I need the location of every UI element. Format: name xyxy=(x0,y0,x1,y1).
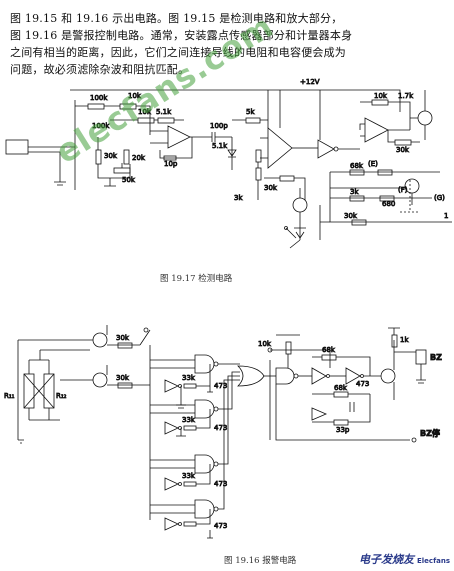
label-50k: 50k xyxy=(122,176,136,184)
buzzer-bz xyxy=(415,349,427,365)
fig-19-17-labels: 100k 100k 10k 5.1k 10k 20k 30k 50k 100p … xyxy=(90,78,449,221)
label-bz: BZ xyxy=(430,353,442,362)
label-68k-2: 68k xyxy=(334,384,348,392)
label-F: (F) xyxy=(398,186,408,194)
label-10k-b: 10k xyxy=(128,92,142,100)
nand-row-4 xyxy=(150,379,240,539)
label-10k: 10k xyxy=(258,340,272,348)
label-10p: 10p xyxy=(164,160,178,168)
opamp-1 xyxy=(167,125,191,149)
bz-stop-terminal xyxy=(411,437,417,443)
sensor-connector xyxy=(5,139,29,155)
label-68k-1: 68k xyxy=(322,346,336,354)
fig-19-17-detection-circuit xyxy=(5,89,452,249)
label-3k: 3k xyxy=(234,194,243,202)
label-68k: 68k xyxy=(350,162,364,170)
transistor-2 xyxy=(417,110,433,126)
label-33k-3: 33k xyxy=(182,472,196,480)
label-E: (E) xyxy=(368,160,378,168)
label-R12: R₁₂ xyxy=(56,392,67,400)
intro-text: 图 19.15 和 19.16 示出电路。图 19.15 是检测电路和放大部分，… xyxy=(10,10,450,78)
nand-row-2 xyxy=(150,371,240,437)
logo-sub: Elecfans xyxy=(417,557,450,565)
label-30k-d: 30k xyxy=(344,212,358,220)
label-680: 680 xyxy=(382,200,395,208)
fig-19-16-alarm-circuit xyxy=(17,325,427,539)
label-473-5: 473 xyxy=(356,380,369,388)
label-1: 1 xyxy=(444,212,448,220)
label-100k-a: 100k xyxy=(90,94,108,102)
label-R11: R₁₁ xyxy=(4,392,15,400)
label-plus-12v: +12V xyxy=(300,78,320,86)
logo-main: 电子发烧友 xyxy=(359,553,414,566)
label-33k-1: 33k xyxy=(182,374,196,382)
label-1k: 1k xyxy=(400,336,409,344)
caption-fig-19-16: 图 19.16 报警电路 xyxy=(224,556,297,566)
label-1-7k: 1.7k xyxy=(398,92,414,100)
intro-line-3: 之间有相当的距离，因此，它们之间连接导线的电阻和电容便会成为 xyxy=(10,46,346,59)
intro-line-4: 问题，故必须滤除杂波和阻抗匹配。 xyxy=(10,63,190,76)
label-100k-b: 100k xyxy=(92,122,110,130)
transistor-1 xyxy=(292,197,308,213)
label-30k-b: 30k xyxy=(396,146,410,154)
label-100p: 100p xyxy=(210,122,228,130)
label-473-3: 473 xyxy=(214,480,227,488)
intro-line-1: 图 19.15 和 19.16 示出电路。图 19.15 是检测电路和放大部分， xyxy=(10,12,343,25)
label-10k-a: 10k xyxy=(138,108,152,116)
label-5-1k-b: 5.1k xyxy=(212,142,228,150)
fig-19-16-labels: 30k 30k 33k 473 33k 473 33k 473 473 10k … xyxy=(4,334,443,531)
caption-fig-19-17: 图 19.17 检测电路 xyxy=(160,274,233,284)
transistor-a xyxy=(92,332,108,348)
label-G: (G) xyxy=(434,194,445,202)
label-473-4: 473 xyxy=(214,522,227,530)
label-3k-b: 3k xyxy=(350,188,359,196)
nand-ff-1 xyxy=(275,367,295,385)
label-5-1k: 5.1k xyxy=(156,108,172,116)
label-10k-c: 10k xyxy=(374,92,388,100)
label-20k: 20k xyxy=(132,154,146,162)
label-bz-stop: BZ停 xyxy=(420,428,440,438)
label-473-2: 473 xyxy=(214,424,227,432)
buffer-1 xyxy=(317,139,335,159)
label-30k-c: 30k xyxy=(264,184,278,192)
opamp-3 xyxy=(364,117,389,143)
label-33k-2: 33k xyxy=(182,416,196,424)
label-30k-1: 30k xyxy=(116,334,130,342)
transistor-b xyxy=(92,372,108,388)
label-33p: 33p xyxy=(336,426,350,434)
output-transistor xyxy=(380,368,396,384)
label-30k-2: 30k xyxy=(116,374,130,382)
or-gate xyxy=(237,365,265,387)
label-30k-a: 30k xyxy=(104,152,118,160)
opamp-2 xyxy=(267,127,293,169)
label-473-1: 473 xyxy=(214,382,227,390)
nand-row-3 xyxy=(150,375,240,491)
intro-line-2: 图 19.16 是警报控制电路。通常，安装露点传感器部分和计量器本身 xyxy=(10,29,353,42)
label-5k: 5k xyxy=(246,108,255,116)
